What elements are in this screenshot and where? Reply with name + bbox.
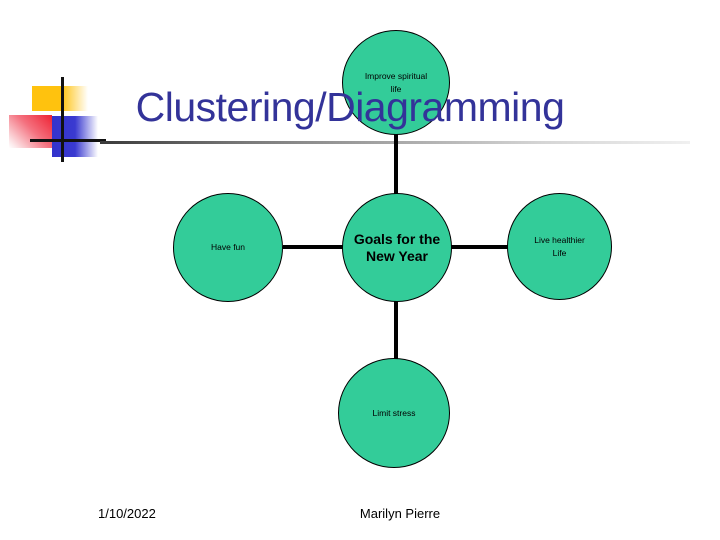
node-label: Limit stress: [372, 407, 416, 418]
slide-title: Clustering/Diagramming: [135, 84, 565, 130]
decoration-blue-square: [52, 116, 98, 157]
footer-author: Marilyn Pierre: [359, 506, 441, 521]
diagram-node-live-healthier-life: Live healthier Life: [507, 193, 612, 300]
node-label: Improve spiritual life: [364, 71, 428, 94]
diagram-node-limit-stress: Limit stress: [338, 358, 450, 468]
node-label: Goals for the New Year: [353, 231, 441, 264]
diagram-node-center-goals: Goals for the New Year: [342, 193, 452, 302]
decoration-yellow-square: [32, 86, 88, 111]
connector-top: [394, 134, 398, 194]
connector-bottom: [394, 301, 398, 359]
diagram-node-have-fun: Have fun: [173, 193, 283, 302]
footer-date: 1/10/2022: [98, 506, 156, 521]
connector-left: [283, 245, 343, 249]
decoration-horizontal-line: [30, 139, 106, 142]
node-label: Live healthier Life: [534, 235, 585, 258]
node-label: Have fun: [210, 242, 246, 253]
connector-right: [451, 245, 508, 249]
decoration-red-square: [9, 115, 52, 148]
decoration-vertical-line: [61, 77, 64, 162]
